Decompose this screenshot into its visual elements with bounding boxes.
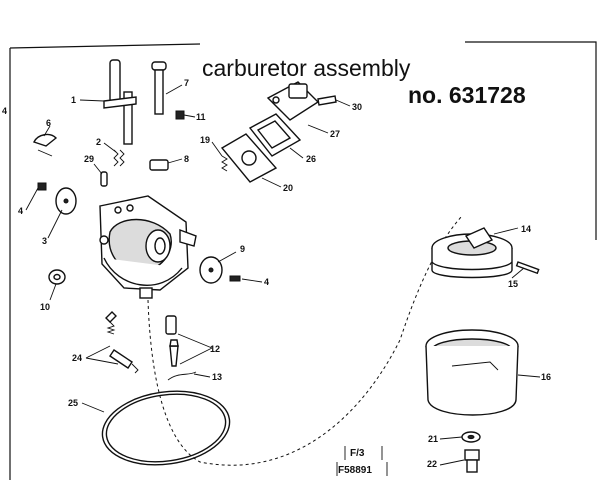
screw-part-4-left (37, 182, 47, 191)
choke-shaft-part (151, 61, 167, 115)
gasket-part-26 (248, 113, 302, 157)
needle-part-29 (100, 171, 108, 187)
callout-12: 12 (210, 344, 220, 354)
callout-20: 20 (283, 183, 293, 193)
callout-4-left: 4 (18, 206, 23, 216)
callout-14: 14 (521, 224, 531, 234)
assembly-path (147, 215, 463, 466)
callout-29: 29 (84, 154, 94, 164)
callout-9: 9 (240, 244, 245, 254)
float-part-14 (431, 227, 513, 279)
float-pin-part-15 (515, 261, 540, 275)
disc-part-3 (55, 187, 77, 215)
disc-part-9 (199, 256, 223, 284)
figure-code-top: F/3 (350, 448, 365, 459)
callout-16: 16 (541, 372, 551, 382)
needle-valve-part-24-lower (109, 349, 139, 374)
callout-3: 3 (42, 236, 47, 246)
pin-part-13 (167, 371, 197, 381)
diaphragm-part-20 (220, 133, 278, 183)
figure-code-bottom: F58891 (338, 465, 372, 476)
model-number: no. 631728 (408, 82, 526, 108)
callout-27: 27 (330, 129, 340, 139)
bolt-part-22 (464, 449, 480, 473)
callout-4-small: 4 (2, 106, 7, 116)
needle-valve-part-24-upper (105, 311, 117, 335)
bowl-gasket-part-25 (101, 390, 231, 466)
figure-code-brackets (336, 446, 388, 476)
spring-part-19 (221, 155, 228, 172)
screw-part-4-right (229, 275, 241, 282)
callout-25: 25 (68, 398, 78, 408)
callout-21: 21 (428, 434, 438, 444)
callout-6: 6 (46, 118, 51, 128)
lever-part-6 (33, 133, 58, 157)
spring-part-2 (113, 149, 125, 167)
callout-13: 13 (212, 372, 222, 382)
callout-15: 15 (508, 279, 518, 289)
callout-2: 2 (96, 137, 101, 147)
washer-part-21 (461, 431, 481, 443)
washer-part-10 (48, 269, 66, 285)
callout-11: 11 (196, 112, 206, 122)
callout-1: 1 (71, 95, 76, 105)
callout-labels: 1 2 3 4 4 4 6 7 8 9 10 11 12 13 14 15 16… (2, 78, 551, 469)
callout-7: 7 (184, 78, 189, 88)
float-bowl-part-16 (425, 329, 519, 416)
seat-part-12-upper (165, 315, 177, 335)
fuel-pump-cover-part-27 (266, 81, 320, 121)
callout-8: 8 (184, 154, 189, 164)
diagram-frame (9, 41, 597, 480)
callout-19: 19 (200, 135, 210, 145)
fitting-part-30 (317, 95, 337, 106)
carburetor-body-part (99, 195, 197, 299)
callout-22: 22 (427, 459, 437, 469)
callout-30: 30 (352, 102, 362, 112)
screw-part-11 (175, 110, 185, 120)
throttle-shaft-part (103, 59, 137, 145)
callout-24: 24 (72, 353, 82, 363)
leader-lines (25, 84, 541, 466)
clip-part-8 (149, 159, 169, 171)
callout-26: 26 (306, 154, 316, 164)
callout-4-right: 4 (264, 277, 269, 287)
callout-10: 10 (40, 302, 50, 312)
seat-part-12-lower (169, 339, 179, 367)
diagram-title: carburetor assembly (202, 55, 411, 81)
